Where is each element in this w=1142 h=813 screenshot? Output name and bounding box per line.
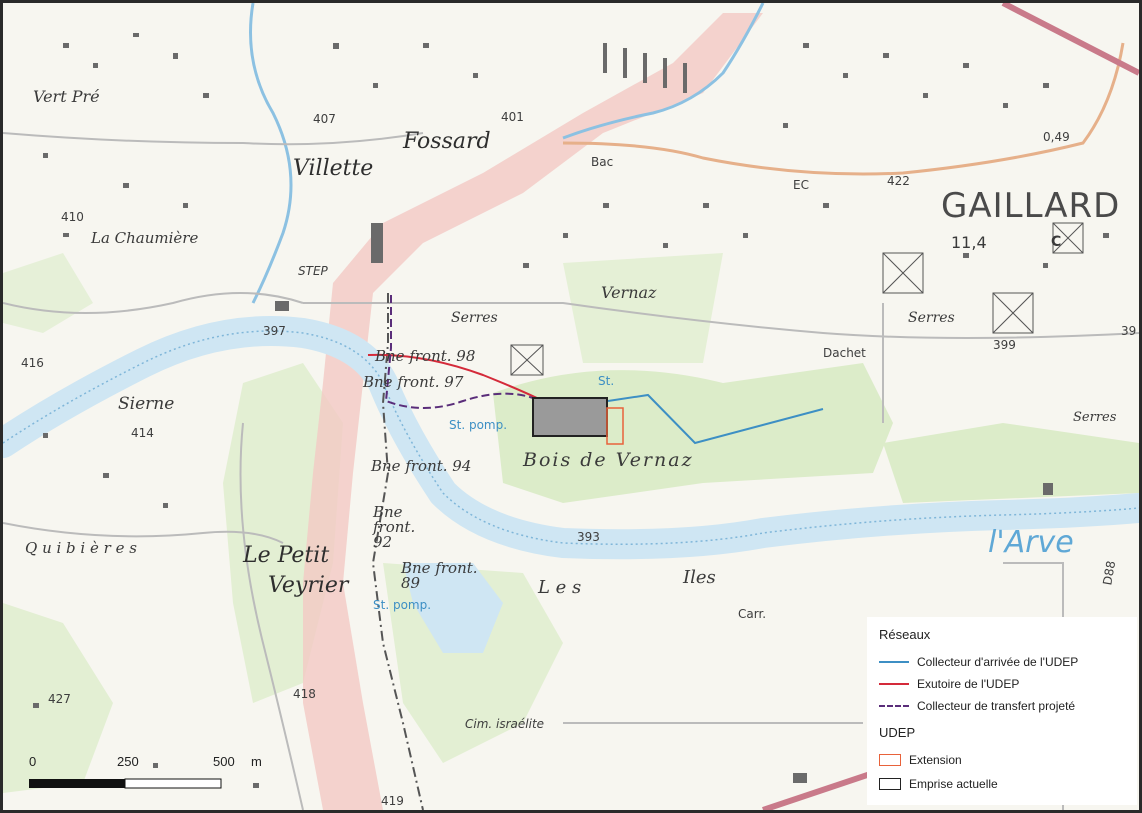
place-bois-de-vernaz: Bois de Vernaz — [523, 449, 694, 471]
elev-c: C — [1051, 234, 1062, 250]
marker-st-pompage-1: St. pomp. — [449, 418, 508, 432]
national-border — [371, 293, 424, 810]
legend-item-emprise-actuelle: Emprise actuelle — [879, 777, 998, 791]
railway — [1001, 3, 1139, 76]
extension-outline — [606, 407, 624, 445]
scale-label-500: 500 — [213, 754, 235, 769]
place-step: STEP — [298, 264, 328, 278]
road — [3, 132, 424, 146]
place-carr: Carr. — [738, 607, 767, 621]
main-road — [562, 42, 1125, 176]
road — [302, 301, 1139, 339]
legend-item-extension: Extension — [879, 753, 962, 767]
place-serres-2: Serres — [908, 310, 955, 326]
elev-418: 418 — [293, 687, 316, 701]
legend-title-udep: UDEP — [879, 725, 916, 740]
legend-symbol-orange-box — [879, 754, 901, 766]
scale-label-0: 0 — [29, 754, 37, 769]
legend-symbol-red-line — [879, 683, 909, 685]
elev-414: 414 — [131, 426, 154, 440]
elev-11-4: 11,4 — [951, 233, 987, 252]
legend-item-collecteur-arrivee: Collecteur d'arrivée de l'UDEP — [879, 655, 1078, 669]
elev-407: 407 — [313, 112, 336, 126]
building-blocks — [33, 33, 1109, 788]
place-la-chaumiere: La Chaumière — [91, 229, 199, 247]
place-quibieres: Q u i b i è r e s — [25, 539, 137, 557]
road — [3, 292, 304, 314]
place-vert-pre: Vert Pré — [33, 87, 100, 106]
legend-symbol-blue-line — [879, 661, 909, 663]
marker-st-pompage-2: St. pomp. — [373, 598, 432, 612]
scale-unit: m — [251, 754, 262, 769]
legend-label: Collecteur d'arrivée de l'UDEP — [917, 655, 1079, 669]
place-iles: Iles — [683, 567, 716, 588]
elev-397: 397 — [263, 324, 286, 338]
legend-title-reseaux: Réseaux — [879, 627, 931, 642]
marker-bne-front-94: Bne front. 94 — [371, 457, 472, 475]
arve-river — [3, 316, 1139, 560]
elev-422: 422 — [887, 174, 910, 188]
elev-399: 399 — [993, 338, 1016, 352]
legend-symbol-black-box — [879, 778, 901, 790]
elev-39: 39 — [1121, 324, 1137, 338]
greenhouse-symbols — [510, 222, 1084, 376]
place-les: L e s — [538, 577, 582, 598]
legend-label: Emprise actuelle — [909, 777, 998, 791]
legend-item-exutoire: Exutoire de l'UDEP — [879, 677, 1019, 691]
emprise-actuelle-outline — [532, 397, 608, 437]
scale-label-250: 250 — [117, 754, 139, 769]
elev-419: 419 — [381, 794, 404, 808]
legend-label: Collecteur de transfert projeté — [917, 699, 1076, 713]
place-serres-3: Serres — [1073, 410, 1117, 425]
legend-label: Extension — [909, 753, 962, 767]
elev-416: 416 — [21, 356, 44, 370]
marker-bac: Bac — [591, 155, 614, 169]
elev-393: 393 — [577, 530, 600, 544]
elev-0-49: 0,49 — [1043, 130, 1070, 144]
base-map[interactable] — [3, 3, 1139, 810]
legend-item-collecteur-transfert: Collecteur de transfert projeté — [879, 699, 1075, 713]
marker-bne-front-92: Bne front. 92 — [373, 503, 416, 551]
map-legend: Réseaux Collecteur d'arrivée de l'UDEP E… — [867, 617, 1137, 805]
marker-bne-front-98: Bne front. 98 — [375, 347, 476, 365]
place-serres-1: Serres — [451, 310, 498, 326]
seymaz-stream — [249, 3, 293, 304]
elev-ec: EC — [793, 178, 809, 192]
road — [3, 522, 284, 544]
elev-410: 410 — [61, 210, 84, 224]
marker-st: St. — [598, 374, 615, 388]
elev-427: 427 — [48, 692, 71, 706]
forest-area — [563, 253, 723, 363]
marker-bne-front-89: Bne front. 89 — [401, 559, 478, 592]
place-dachet: Dachet — [823, 346, 866, 360]
exutoire-line — [367, 353, 544, 402]
frontier-band — [303, 13, 763, 810]
forest-area — [883, 423, 1139, 503]
place-veyrier: Veyrier — [268, 573, 349, 598]
place-villette: Villette — [293, 156, 374, 181]
place-cim-israelite: Cim. israélite — [465, 717, 545, 731]
foron-stream — [562, 3, 765, 140]
elev-401: 401 — [501, 110, 524, 124]
legend-symbol-purple-dashed-line — [879, 705, 909, 707]
collecteur-arrivee-line — [607, 393, 824, 445]
lake — [403, 563, 503, 653]
place-vernaz: Vernaz — [601, 283, 657, 302]
marker-bne-front-97: Bne front. 97 — [363, 373, 464, 391]
place-sierne: Sierne — [118, 394, 175, 414]
place-gaillard: GAILLARD — [941, 186, 1121, 226]
place-le-petit: Le Petit — [243, 543, 330, 568]
collecteur-transfert-line — [384, 295, 534, 409]
legend-label: Exutoire de l'UDEP — [917, 677, 1020, 691]
place-fossard: Fossard — [403, 129, 491, 154]
scale-bar — [29, 778, 222, 789]
forest-area — [3, 603, 113, 793]
river-label-arve: l'Arve — [988, 525, 1074, 560]
road — [239, 422, 304, 810]
